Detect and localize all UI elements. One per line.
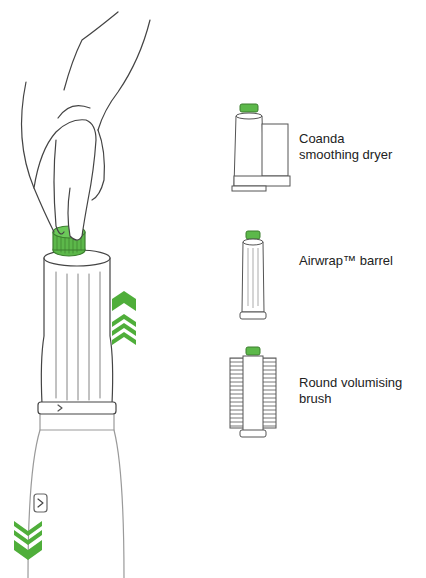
part-label: Round volumising brush: [299, 375, 417, 407]
part-label: Coanda smoothing dryer: [299, 131, 403, 163]
part-label: Airwrap™ barrel: [299, 253, 417, 269]
